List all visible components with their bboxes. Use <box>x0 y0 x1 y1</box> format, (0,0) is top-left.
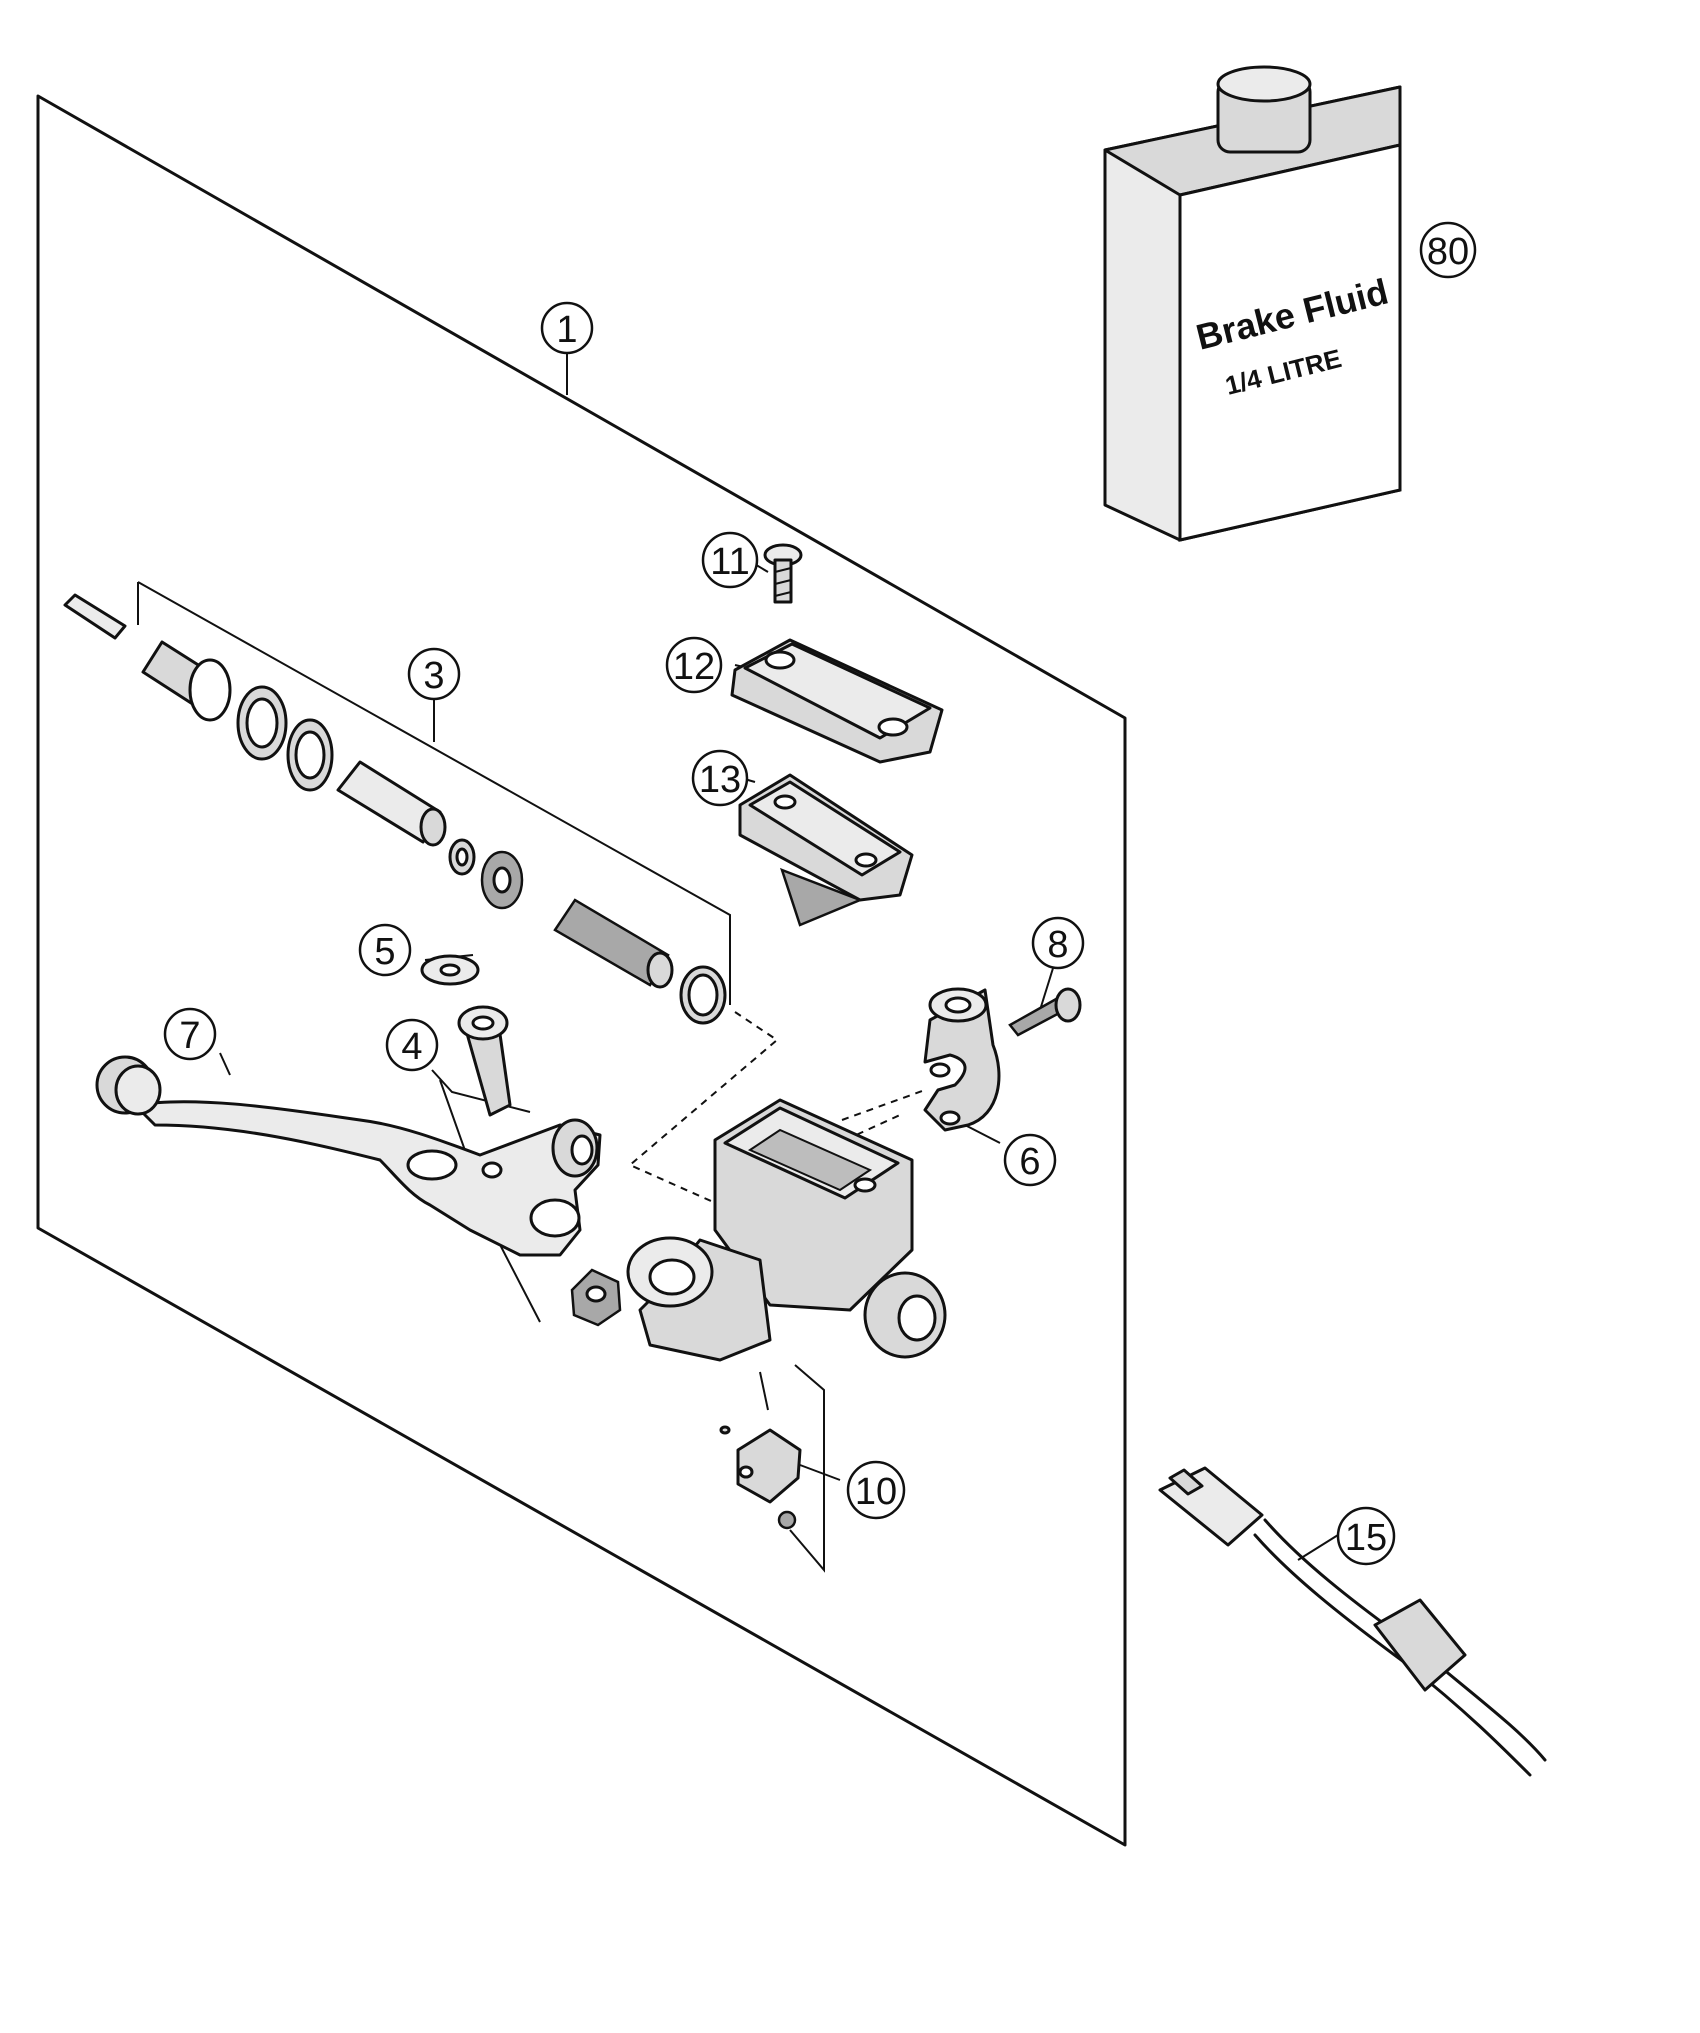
callout-1: 1 <box>540 301 594 355</box>
svg-text:3: 3 <box>423 655 444 697</box>
washer <box>420 954 480 986</box>
svg-text:11: 11 <box>710 541 749 583</box>
svg-text:7: 7 <box>179 1015 200 1057</box>
callout-7: 7 <box>163 1007 217 1061</box>
callout-4: 4 <box>385 1018 439 1072</box>
callout-8: 8 <box>1031 916 1085 970</box>
pivot-bolt-and-nut <box>457 1005 622 1327</box>
callout-12: 12 <box>665 636 723 694</box>
svg-text:10: 10 <box>855 1471 897 1513</box>
svg-text:1: 1 <box>556 309 577 351</box>
reservoir-diaphragm <box>738 773 914 927</box>
svg-text:8: 8 <box>1047 924 1068 966</box>
callout-5: 5 <box>358 923 412 977</box>
brake-fluid-can: Brake Fluid 1/4 LITRE <box>1103 65 1402 542</box>
piston-kit-parts <box>63 593 727 1025</box>
callout-10: 10 <box>846 1460 906 1520</box>
svg-text:15: 15 <box>1345 1517 1387 1559</box>
brake-hose <box>1158 1466 1547 1777</box>
callout-3: 3 <box>407 647 461 701</box>
svg-text:80: 80 <box>1427 231 1469 273</box>
callout-13: 13 <box>691 749 749 807</box>
svg-text:5: 5 <box>374 931 395 973</box>
assembly-dashed-lines <box>628 1011 926 1206</box>
reservoir-cover <box>730 638 944 764</box>
assembly-plate-outline <box>36 94 1127 1847</box>
master-cylinder-body <box>626 1098 947 1362</box>
svg-text:4: 4 <box>401 1026 422 1068</box>
svg-text:6: 6 <box>1019 1141 1040 1183</box>
cover-screw <box>763 543 803 604</box>
callout-80: 80 <box>1419 221 1477 279</box>
handlebar-clamp <box>923 987 1001 1132</box>
clamp-screw <box>1008 987 1082 1037</box>
svg-text:12: 12 <box>673 646 715 688</box>
brake-light-switch <box>719 1364 825 1573</box>
svg-text:13: 13 <box>699 759 741 801</box>
callout-11: 11 <box>701 531 759 589</box>
callout-6: 6 <box>1003 1133 1057 1187</box>
brake-lever <box>95 1055 602 1257</box>
piston-kit-bracket <box>137 581 731 1005</box>
callout-15: 15 <box>1336 1506 1396 1566</box>
